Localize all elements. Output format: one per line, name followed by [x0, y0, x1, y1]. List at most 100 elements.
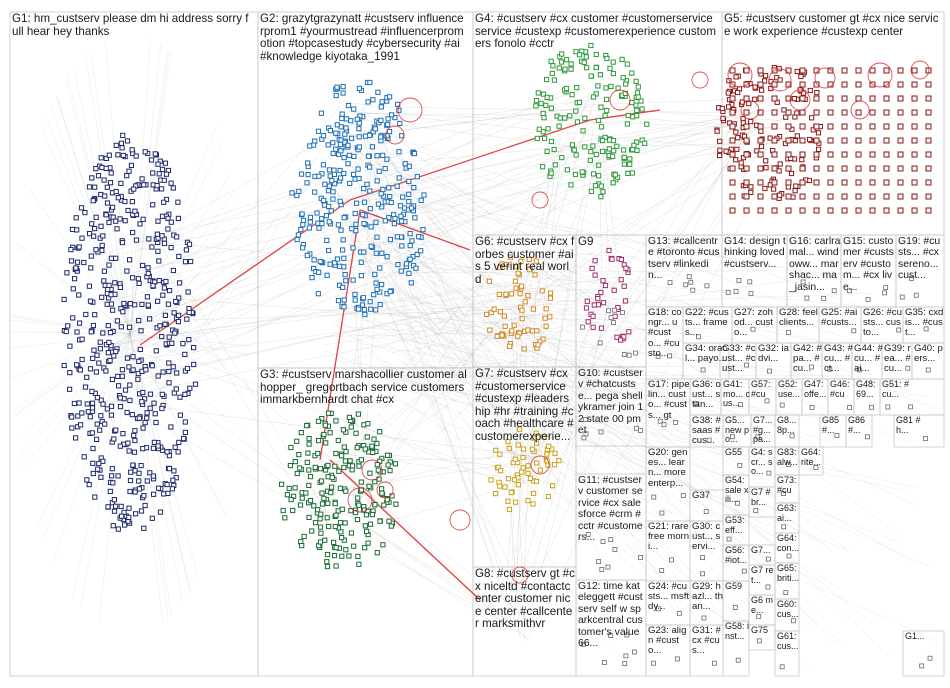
node-g6 — [523, 300, 527, 304]
node-g1 — [101, 331, 105, 335]
node-g6 — [535, 329, 539, 333]
node-g3 — [363, 524, 367, 528]
node-g2 — [375, 235, 379, 239]
node-isolate — [909, 405, 913, 409]
node-g3 — [359, 458, 363, 462]
node-g1 — [107, 153, 111, 157]
node-g3 — [344, 489, 348, 493]
node-g1 — [112, 354, 116, 358]
node-g2 — [305, 181, 309, 185]
node-g5 — [744, 124, 749, 129]
node-g3 — [359, 480, 363, 484]
edge — [130, 50, 169, 334]
node-g5 — [758, 152, 763, 157]
node-g5 — [926, 152, 931, 157]
node-g2 — [372, 293, 376, 297]
group-label-g36: G36: oust... stan... — [692, 380, 722, 411]
node-g5 — [810, 116, 814, 120]
node-g1 — [156, 444, 160, 448]
node-g4 — [640, 107, 644, 111]
node-g3 — [376, 468, 380, 472]
node-g1 — [75, 260, 79, 264]
node-g1 — [177, 313, 181, 317]
node-g1 — [141, 217, 145, 221]
node-g1 — [92, 348, 96, 352]
node-g1 — [98, 340, 102, 344]
node-g1 — [111, 524, 115, 528]
node-g5 — [778, 78, 782, 82]
group-label-g16: G16: carlramal... windoww... marshac... … — [789, 236, 841, 293]
node-g1 — [153, 412, 157, 416]
node-isolate — [870, 405, 874, 409]
node-g1 — [140, 302, 144, 306]
node-g1 — [176, 320, 180, 324]
node-g5 — [912, 208, 917, 213]
node-g1 — [169, 181, 173, 185]
node-g6 — [512, 323, 516, 327]
node-g1 — [88, 415, 92, 419]
node-isolate — [766, 557, 770, 561]
node-g1 — [153, 152, 157, 156]
node-g1 — [68, 344, 72, 348]
node-g9 — [618, 338, 622, 342]
node-g2 — [353, 292, 357, 296]
node-g4 — [549, 139, 553, 143]
node-g2 — [301, 223, 305, 227]
group-label-g5x: G5... new po... — [725, 416, 751, 445]
node-g2 — [398, 121, 402, 125]
node-g2 — [368, 165, 372, 169]
node-g1 — [66, 324, 70, 328]
node-g5 — [856, 124, 861, 129]
node-g5 — [800, 138, 805, 143]
node-g1 — [110, 377, 114, 381]
node-g1 — [127, 169, 131, 173]
node-g5 — [799, 74, 803, 78]
group-label-g61: G61: cus... — [777, 632, 800, 651]
node-g1 — [104, 166, 108, 170]
node-g1 — [78, 321, 82, 325]
node-g5 — [926, 138, 931, 143]
node-g1 — [88, 367, 92, 371]
node-g2 — [379, 192, 383, 196]
node-g2 — [299, 172, 303, 176]
group-label-g7z: G7... — [751, 546, 775, 556]
node-g4 — [593, 184, 597, 188]
node-isolate — [780, 665, 784, 669]
node-g3 — [316, 451, 320, 455]
node-g7 — [526, 464, 530, 468]
node-g2 — [374, 281, 378, 285]
node-g2 — [318, 259, 322, 263]
node-g2 — [350, 136, 354, 140]
node-g2 — [397, 150, 401, 154]
node-g2 — [414, 266, 418, 270]
node-g1 — [173, 445, 177, 449]
node-g2 — [375, 179, 379, 183]
node-g1 — [99, 414, 103, 418]
node-g2 — [369, 307, 373, 311]
node-g5 — [800, 110, 805, 115]
node-g1 — [102, 178, 106, 182]
node-g7 — [553, 451, 557, 455]
node-g1 — [160, 406, 164, 410]
node-g1 — [123, 199, 127, 203]
node-g3 — [325, 552, 329, 556]
node-isolate — [607, 309, 611, 313]
node-isolate — [704, 510, 708, 514]
node-g1 — [90, 222, 94, 226]
node-g2 — [342, 156, 346, 160]
node-g1 — [154, 349, 158, 353]
node-g7 — [498, 452, 502, 456]
node-g2 — [368, 300, 372, 304]
node-g4 — [611, 139, 615, 143]
node-g1 — [133, 438, 137, 442]
node-g3 — [381, 543, 385, 547]
node-g5 — [926, 82, 931, 87]
node-g1 — [100, 243, 104, 247]
node-g5 — [912, 152, 917, 157]
group-label-g1: G1: hm_custserv please dm hi address sor… — [12, 13, 252, 38]
node-g1 — [161, 293, 165, 297]
node-g5 — [898, 124, 903, 129]
node-g2 — [356, 167, 360, 171]
node-g2 — [352, 154, 356, 158]
node-g3 — [334, 513, 338, 517]
